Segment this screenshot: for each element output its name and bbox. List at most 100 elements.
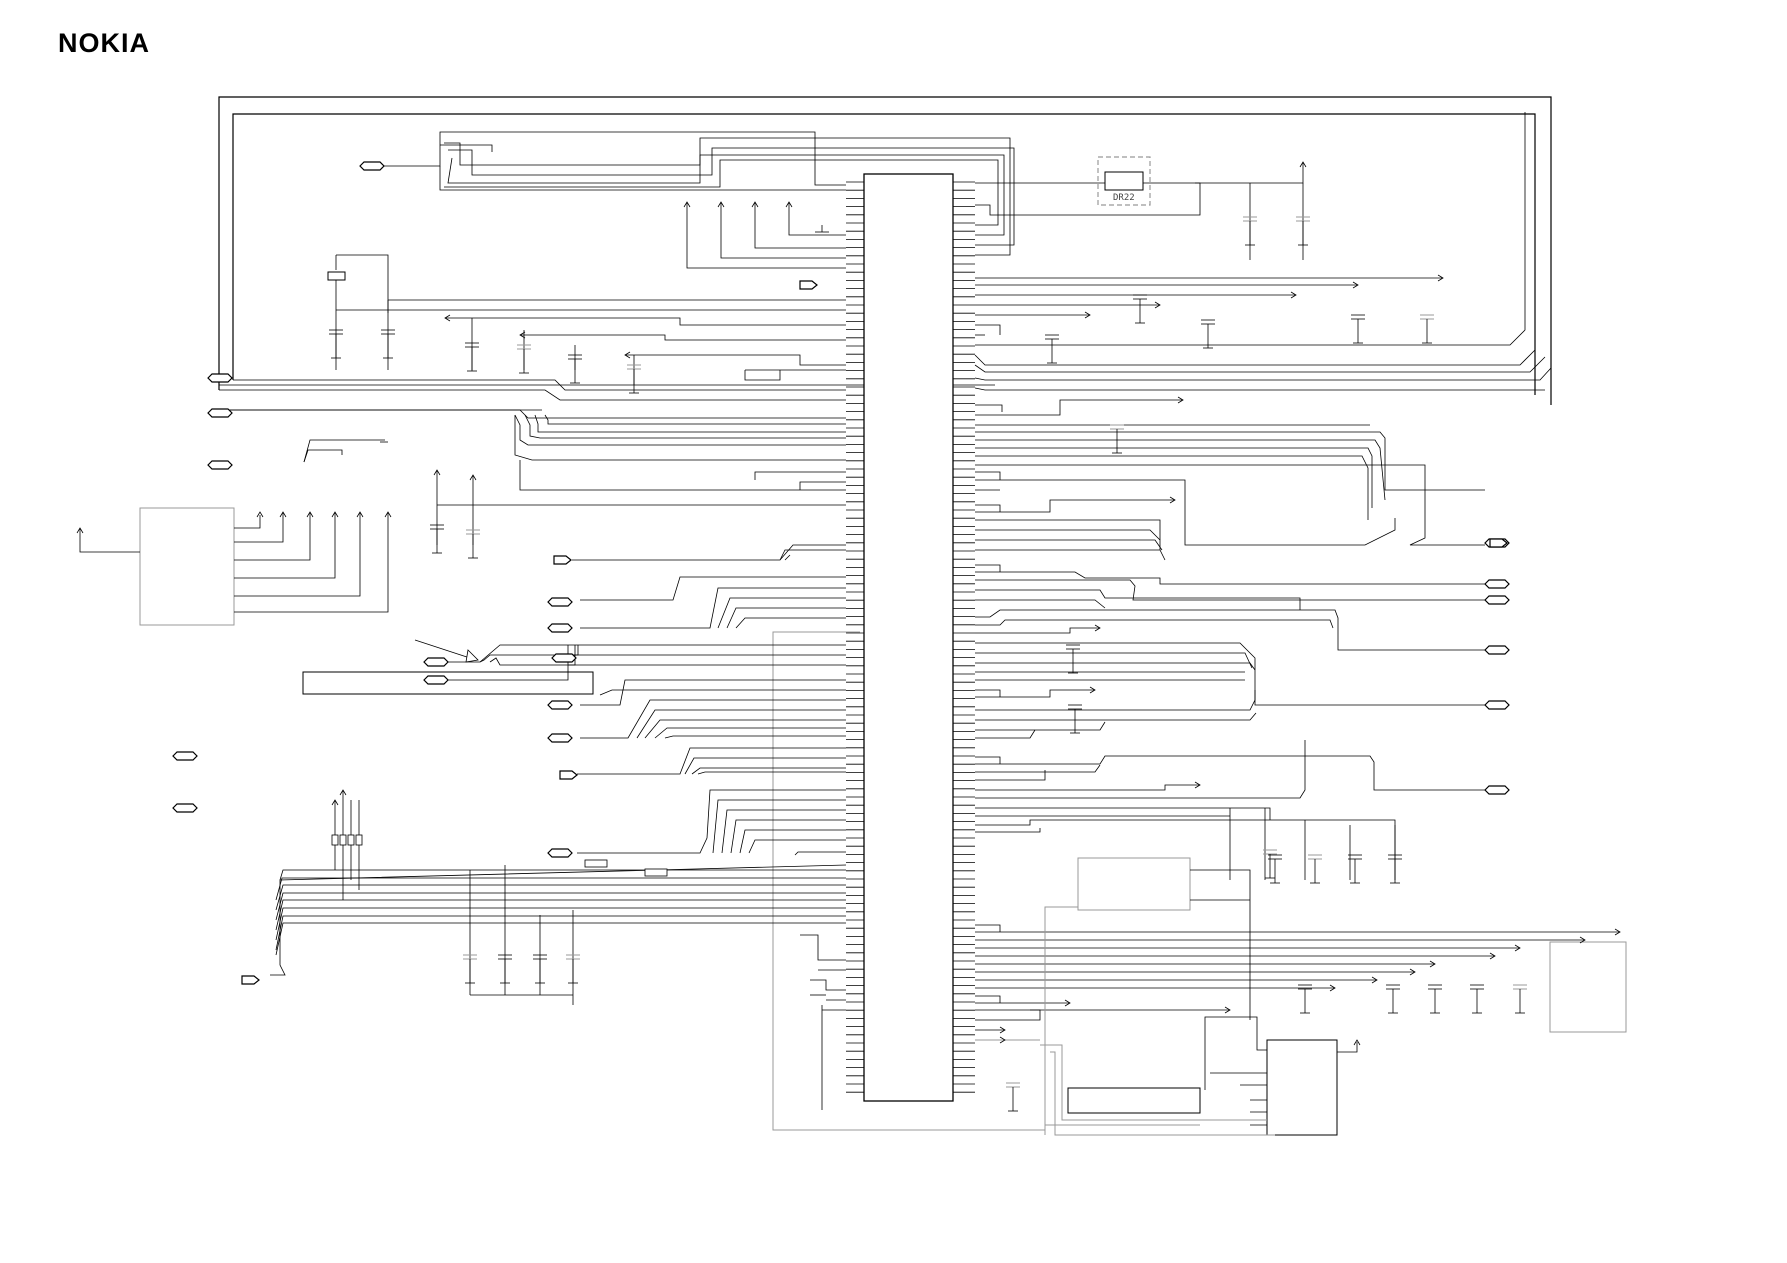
capacitor xyxy=(627,364,641,394)
signal-arrow xyxy=(1094,624,1101,632)
signal-arrow xyxy=(1089,686,1096,694)
capacitor xyxy=(381,329,395,359)
capacitor xyxy=(1110,424,1124,454)
signal-port xyxy=(241,975,260,985)
signal-port xyxy=(207,373,233,383)
left-crystal-block xyxy=(327,254,846,385)
capacitor xyxy=(430,524,444,554)
signal-arrow xyxy=(1489,952,1496,960)
capacitor xyxy=(1045,334,1059,364)
capacitor xyxy=(533,954,547,984)
capacitor xyxy=(498,954,512,984)
nokia-logo: NOKIA xyxy=(58,28,150,58)
signal-arrow xyxy=(624,351,631,359)
signal-port xyxy=(359,161,385,171)
capacitor xyxy=(465,342,479,372)
signal-arrow xyxy=(1299,161,1307,168)
signal-arrow xyxy=(331,511,339,518)
capacitor xyxy=(1298,984,1312,1014)
capacitor xyxy=(1133,294,1147,324)
signal-arrow xyxy=(1290,291,1297,299)
left-lower-bus xyxy=(577,789,846,856)
left-ic-box xyxy=(79,507,389,626)
signal-arrow xyxy=(306,511,314,518)
signal-arrow xyxy=(999,1036,1006,1044)
left-mid-bus xyxy=(219,379,846,545)
capacitor xyxy=(1513,984,1527,1014)
connector-bar xyxy=(302,639,846,695)
bottom-right-blocks xyxy=(1040,857,1627,1136)
signal-port xyxy=(1489,538,1508,548)
lower-left-ic-stubs xyxy=(800,934,846,1110)
capacitor xyxy=(1308,854,1322,884)
signal-port xyxy=(547,848,573,858)
right-outputs-mid xyxy=(975,431,1485,610)
signal-arrow xyxy=(1154,301,1161,309)
signal-arrow xyxy=(1084,311,1091,319)
signal-port xyxy=(547,597,573,607)
resistor-network xyxy=(331,790,363,900)
signal-arrow xyxy=(1614,928,1621,936)
signal-port xyxy=(172,751,198,761)
signal-arrow xyxy=(1194,781,1201,789)
signal-arrows xyxy=(76,161,1621,1046)
signal-arrow xyxy=(1064,999,1071,1007)
signal-arrow xyxy=(1353,1039,1361,1046)
signal-arrow xyxy=(519,331,526,339)
signal-port xyxy=(1484,595,1510,605)
capacitor xyxy=(1068,704,1082,734)
right-outputs-bottom xyxy=(975,924,1620,1041)
capacitor xyxy=(1348,854,1362,884)
signal-port xyxy=(559,770,578,780)
signal-port xyxy=(172,803,198,813)
signal-port xyxy=(207,408,233,418)
signal-arrow xyxy=(1514,944,1521,952)
capacitor xyxy=(566,954,580,984)
signal-arrow xyxy=(751,201,759,208)
signal-arrow xyxy=(279,511,287,518)
signal-port xyxy=(799,280,818,290)
signal-arrow xyxy=(331,799,339,806)
signal-arrow xyxy=(785,201,793,208)
gray-bus-loop xyxy=(772,631,1046,1131)
signal-arrow xyxy=(469,474,477,481)
signal-arrow xyxy=(433,469,441,476)
signal-arrow xyxy=(444,314,451,322)
right-outputs-lower xyxy=(975,609,1485,880)
signal-arrow xyxy=(1224,1006,1231,1014)
signal-port xyxy=(547,733,573,743)
signal-ports xyxy=(172,161,1510,985)
capacitor xyxy=(1006,1082,1020,1112)
capacitor xyxy=(1386,984,1400,1014)
signal-arrow xyxy=(717,201,725,208)
signal-port xyxy=(1484,700,1510,710)
capacitor xyxy=(463,954,477,984)
signal-arrow xyxy=(339,789,347,796)
signal-arrow xyxy=(1169,496,1176,504)
signal-arrow xyxy=(76,527,84,534)
left-lower-ports xyxy=(577,679,846,775)
right-caps-row xyxy=(1229,808,1396,880)
capacitor xyxy=(1420,314,1434,344)
capacitor xyxy=(1428,984,1442,1014)
signal-port xyxy=(423,675,449,685)
signal-port xyxy=(423,657,449,667)
signal-port xyxy=(1484,645,1510,655)
capacitor xyxy=(517,344,531,374)
crystal-dr22: DR22 xyxy=(975,156,1304,260)
capacitor xyxy=(1066,644,1080,674)
signal-port xyxy=(1484,579,1510,589)
signal-arrow xyxy=(1429,960,1436,968)
main-ic xyxy=(863,173,954,1102)
signal-port xyxy=(553,555,572,565)
capacitor xyxy=(1296,216,1310,246)
signal-arrow xyxy=(1329,984,1336,992)
signal-port xyxy=(1484,785,1510,795)
capacitor xyxy=(1201,319,1215,349)
capacitor xyxy=(1388,854,1402,884)
top-left-bus xyxy=(373,131,1015,256)
capacitors xyxy=(329,216,1527,1112)
top-signal-taps xyxy=(686,202,846,269)
signal-port xyxy=(551,653,577,663)
